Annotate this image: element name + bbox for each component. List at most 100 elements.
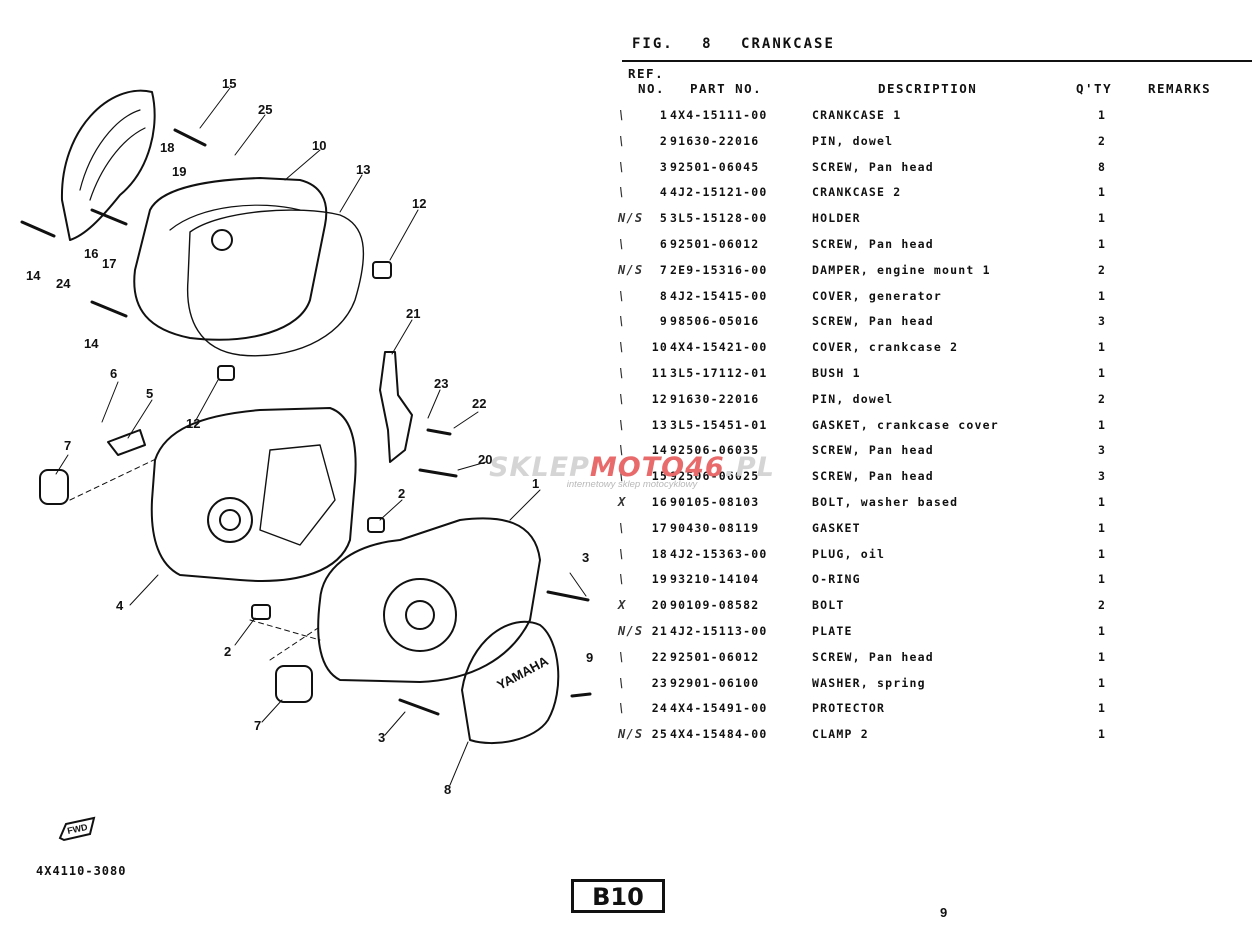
row-ref-no: 6	[659, 236, 668, 251]
row-part-no: 4J2-15121-00	[670, 185, 768, 200]
row-mark: \	[618, 288, 627, 303]
row-mark: \	[618, 365, 627, 380]
row-mark: \	[618, 108, 627, 122]
row-description: SCREW, Pan head	[812, 443, 934, 458]
callout-2a: 2	[398, 486, 405, 501]
row-description: BOLT, washer based	[812, 494, 959, 509]
row-part-no: 91630-22016	[670, 391, 760, 406]
callout-7a: 7	[64, 438, 71, 453]
row-qty: 1	[1097, 211, 1107, 226]
row-ref-no: 21	[651, 623, 668, 638]
row-mark: \	[618, 701, 627, 716]
header-qty: Q'TY	[1076, 81, 1113, 96]
row-description: O-RING	[812, 572, 861, 587]
row-part-no: 4X4-15421-00	[670, 340, 768, 355]
row-description: GASKET	[812, 520, 861, 535]
callout-3a: 3	[582, 550, 589, 565]
row-qty: 2	[1097, 262, 1107, 277]
row-part-no: 92506-06035	[670, 443, 760, 458]
table-header: REF. NO. PART NO. DESCRIPTION Q'TY REMAR…	[618, 66, 1254, 102]
row-part-no: 92901-06100	[670, 675, 760, 690]
row-ref-no: 17	[651, 520, 668, 535]
row-part-no: 3L5-15128-00	[670, 211, 768, 226]
row-qty: 1	[1097, 675, 1107, 690]
callout-17: 17	[102, 256, 116, 271]
row-ref-no: 18	[651, 546, 668, 561]
row-ref-no: 5	[659, 211, 668, 226]
row-mark: X	[618, 598, 627, 613]
row-qty: 2	[1097, 133, 1107, 148]
header-part-no: PART NO.	[690, 81, 763, 96]
crankcase-cover-2-part	[133, 177, 328, 341]
plate-part	[379, 351, 413, 463]
page-number: 9	[940, 905, 948, 920]
callout-19: 19	[172, 164, 186, 179]
figure-title: FIG. 8 CRANKCASE	[632, 36, 853, 52]
callout-16: 16	[84, 246, 98, 261]
row-description: SCREW, Pan head	[812, 314, 934, 329]
row-part-no: 92501-06045	[670, 159, 760, 174]
row-qty: 1	[1097, 572, 1107, 587]
header-remarks: REMARKS	[1148, 81, 1212, 96]
row-mark: \	[618, 520, 627, 535]
callout-21: 21	[406, 306, 420, 321]
row-ref-no: 8	[659, 288, 668, 303]
row-part-no: 90109-08582	[670, 598, 760, 613]
row-description: PLUG, oil	[812, 546, 886, 561]
row-part-no: 4J2-15415-00	[670, 288, 768, 303]
row-ref-no: 12	[651, 391, 668, 406]
callout-8: 8	[444, 782, 451, 797]
row-mark: \	[618, 469, 627, 484]
callout-6: 6	[110, 366, 117, 381]
row-description: PIN, dowel	[812, 391, 894, 406]
row-qty: 3	[1097, 443, 1107, 458]
row-qty: 2	[1097, 598, 1107, 613]
row-qty: 1	[1097, 185, 1107, 200]
row-part-no: 92501-06012	[670, 236, 760, 251]
row-part-no: 92506-06025	[670, 469, 760, 484]
row-ref-no: 13	[651, 417, 668, 432]
row-qty: 2	[1097, 391, 1107, 406]
row-description: COVER, crankcase 2	[812, 340, 959, 355]
row-description: SCREW, Pan head	[812, 159, 934, 174]
exploded-diagram: YAMAHA 1 2 2 3 3 4 5 6 7 7 8 9 10 12 12 …	[0, 0, 600, 937]
page-code: B10	[571, 879, 665, 913]
row-part-no: 93210-14104	[670, 572, 760, 587]
row-part-no: 4J2-15113-00	[670, 623, 768, 638]
row-mark: \	[618, 159, 627, 174]
row-part-no: 90430-08119	[670, 520, 760, 535]
generator-cover-part	[461, 620, 560, 744]
callout-7b: 7	[254, 718, 261, 733]
row-part-no: 4X4-15111-00	[670, 108, 768, 122]
callout-24: 24	[56, 276, 71, 291]
row-description: DAMPER, engine mount 1	[812, 262, 991, 277]
row-description: PLATE	[812, 623, 853, 638]
callout-14b: 14	[84, 336, 99, 351]
row-qty: 3	[1097, 469, 1107, 484]
row-description: SCREW, Pan head	[812, 236, 934, 251]
row-mark: \	[618, 391, 627, 406]
callout-3b: 3	[378, 730, 385, 745]
header-no: NO.	[638, 81, 666, 96]
row-description: CRANKCASE 1	[812, 108, 902, 122]
row-mark: \	[618, 236, 627, 251]
row-ref-no: 16	[651, 494, 668, 509]
row-description: WASHER, spring	[812, 675, 926, 690]
row-description: PROTECTOR	[812, 701, 886, 716]
row-qty: 1	[1097, 649, 1107, 664]
callout-18: 18	[160, 140, 174, 155]
row-ref-no: 9	[659, 314, 668, 329]
row-part-no: 98506-05016	[670, 314, 760, 329]
row-part-no: 3L5-17112-01	[670, 365, 768, 380]
